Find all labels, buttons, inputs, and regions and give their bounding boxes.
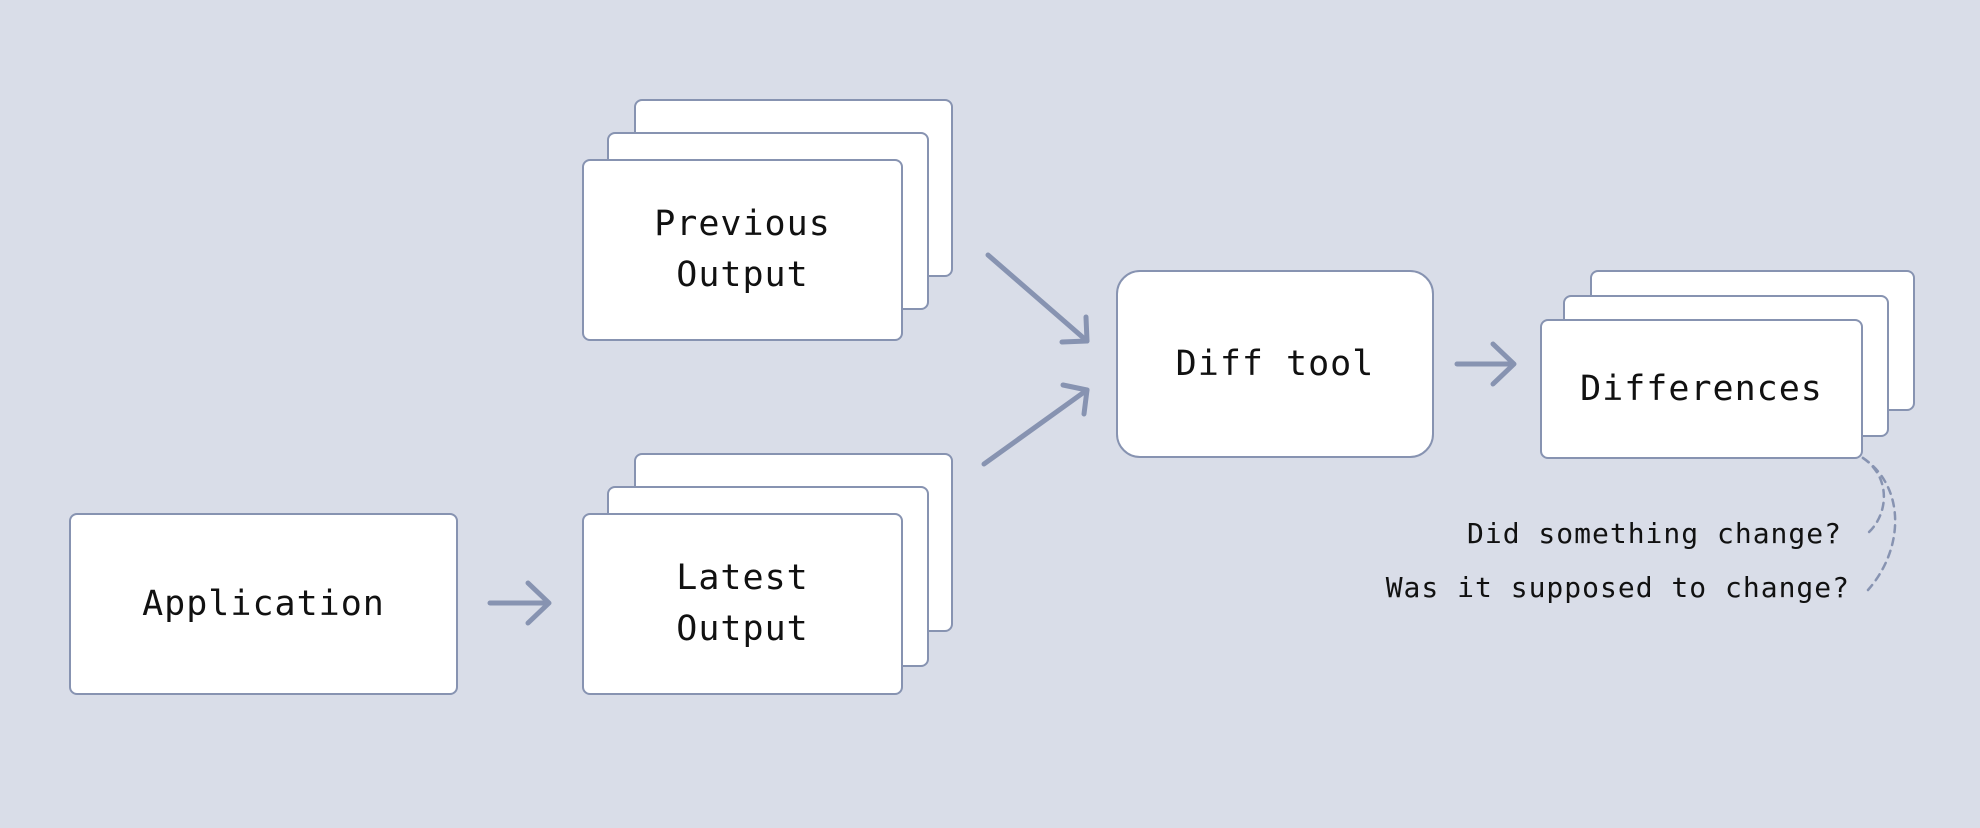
callout-line-question2 bbox=[1861, 456, 1897, 592]
arrow-application-to-latest-output bbox=[487, 580, 552, 626]
question-did-something-change: Did something change? bbox=[1466, 517, 1842, 550]
latest-output-line1: Latest bbox=[676, 558, 809, 598]
diff-tool-label: Diff tool bbox=[1175, 343, 1375, 384]
previous-output-line1: Previous bbox=[654, 204, 831, 244]
question-was-it-supposed-to-change: Was it supposed to change? bbox=[1385, 571, 1850, 604]
previous-output-box: Previous Output bbox=[582, 159, 903, 341]
arrow-latest-output-to-diff-tool bbox=[981, 382, 1090, 467]
application-box: Application bbox=[69, 513, 458, 695]
differences-box: Differences bbox=[1540, 319, 1863, 459]
previous-output-line2: Output bbox=[676, 255, 809, 295]
differences-label: Differences bbox=[1580, 368, 1823, 409]
diff-tool-box: Diff tool bbox=[1116, 270, 1434, 458]
arrow-diff-tool-to-differences bbox=[1454, 341, 1517, 387]
callout-line-question1 bbox=[1861, 456, 1886, 535]
arrow-previous-output-to-diff-tool bbox=[985, 252, 1090, 345]
application-label: Application bbox=[142, 583, 385, 624]
latest-output-line2: Output bbox=[676, 609, 809, 649]
latest-output-box: Latest Output bbox=[582, 513, 903, 695]
